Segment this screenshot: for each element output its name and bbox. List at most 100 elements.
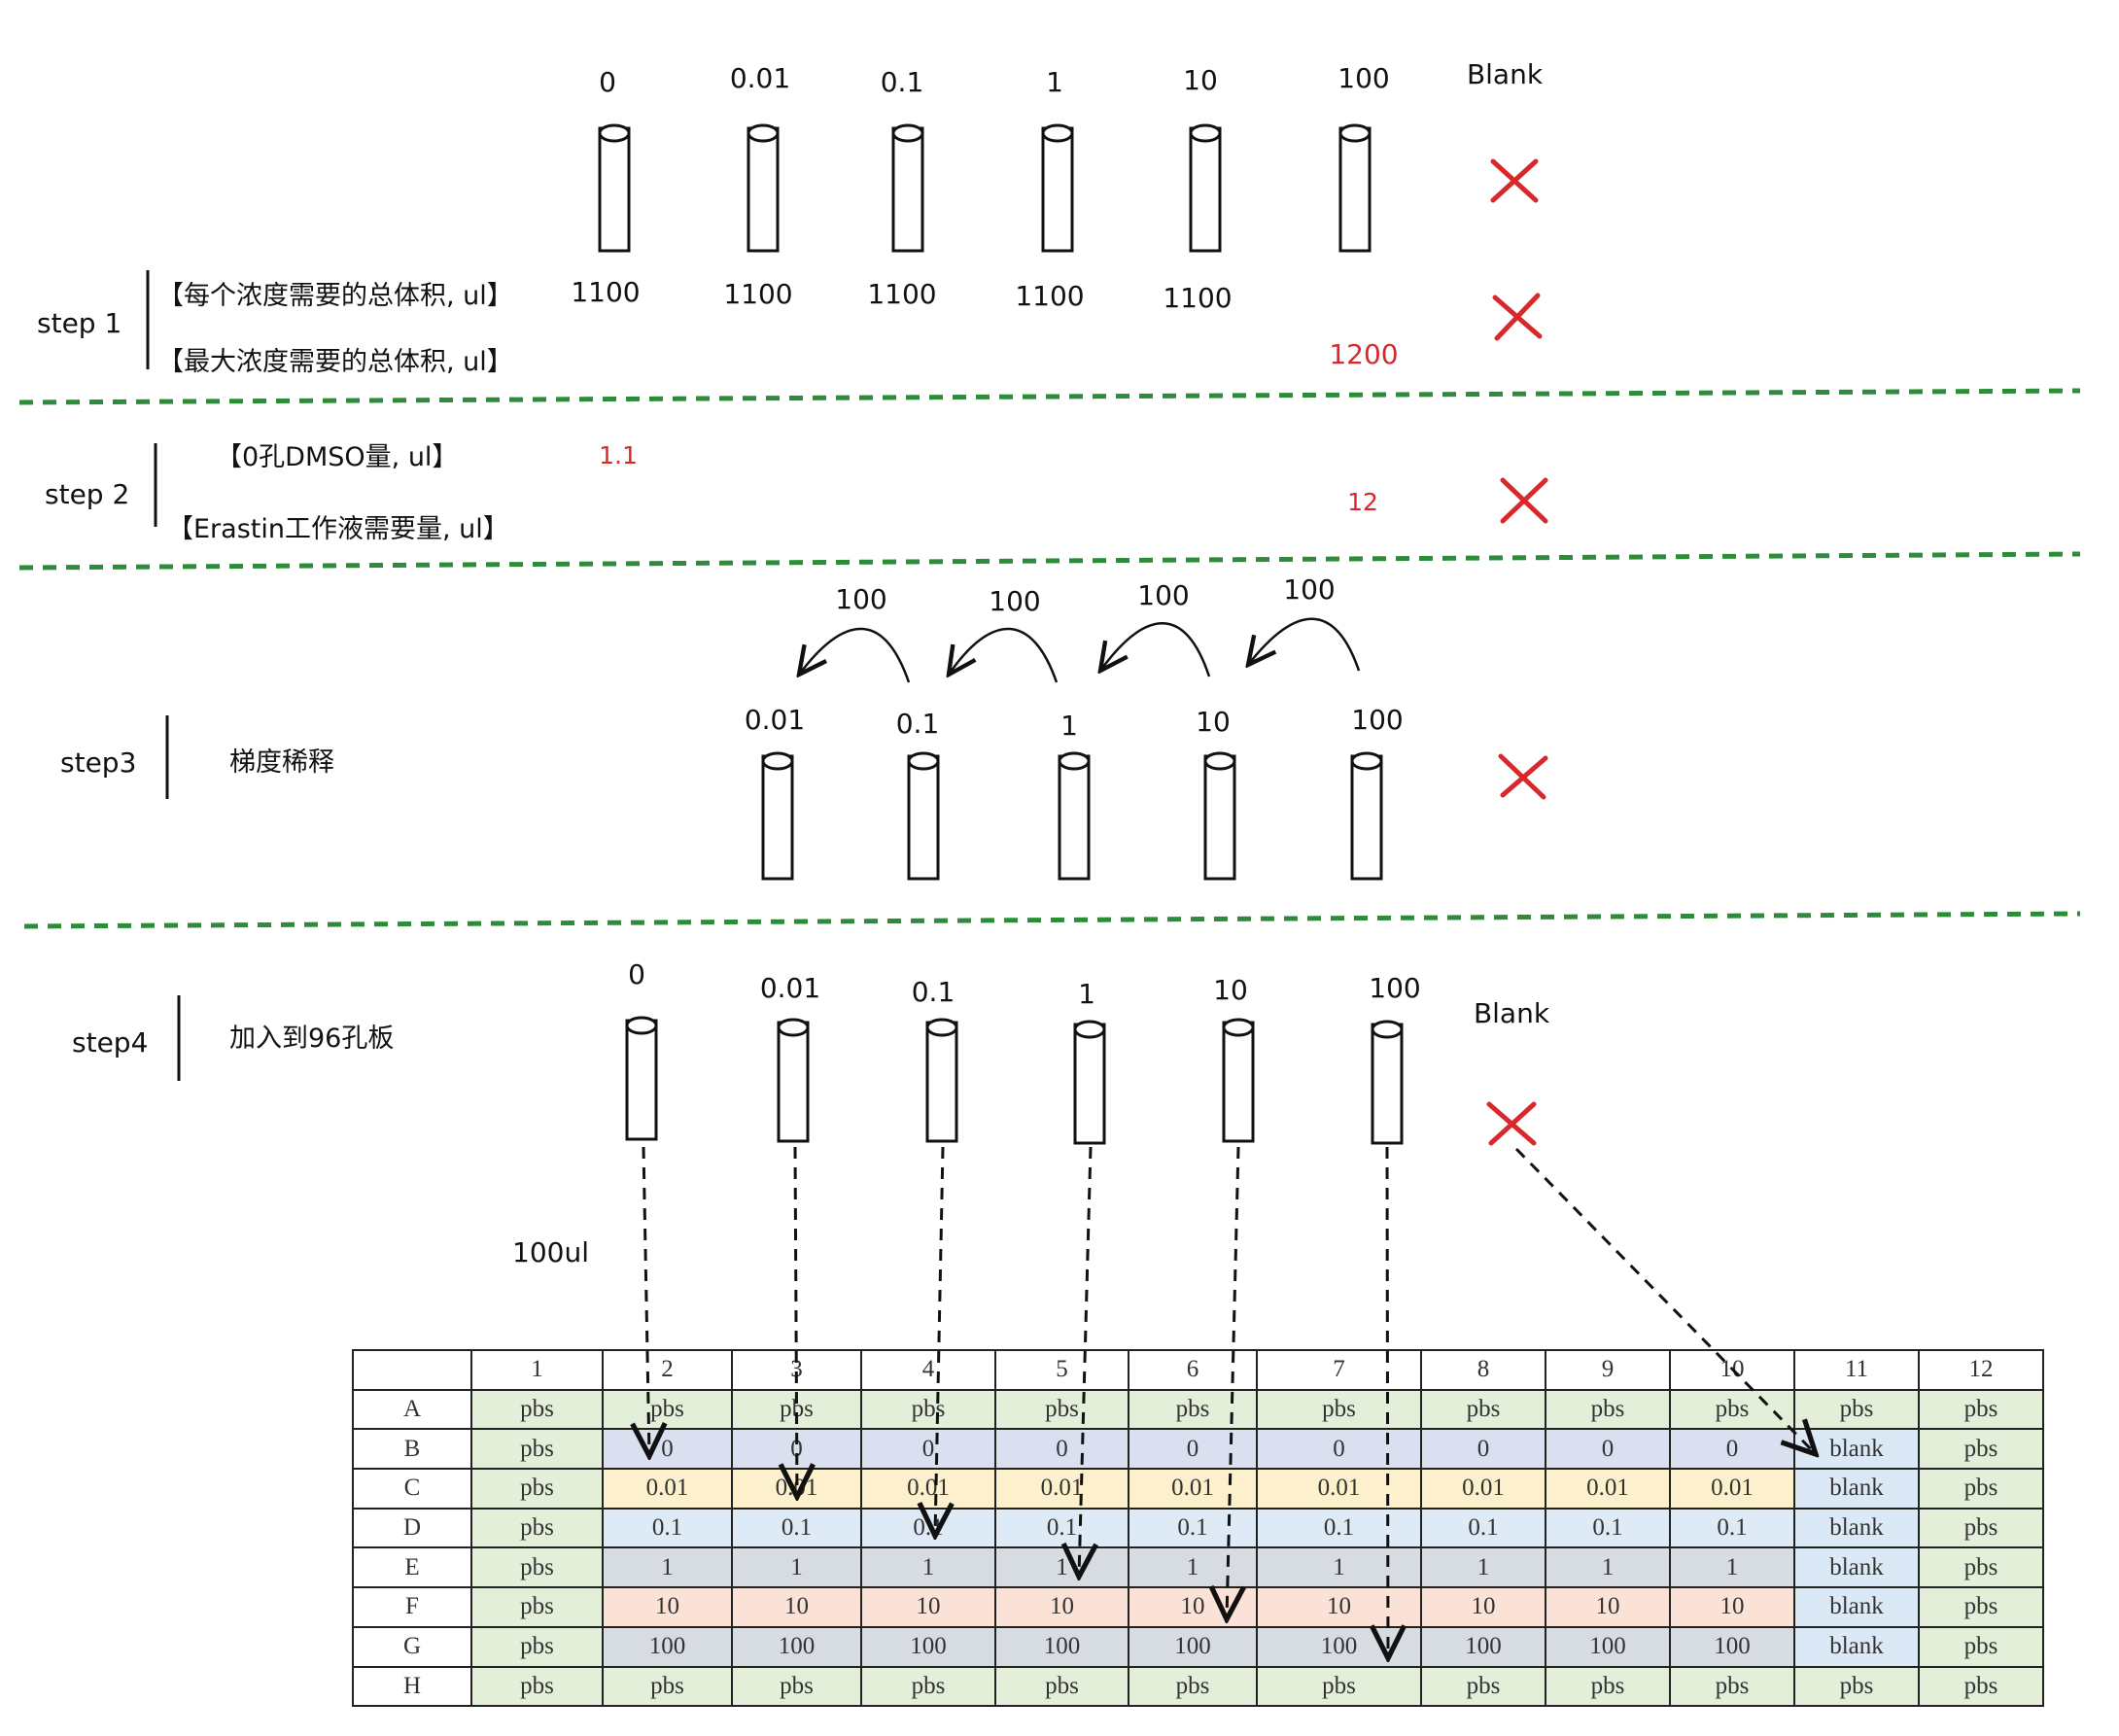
plate-well: 0.01 <box>994 1468 1129 1510</box>
divider-1 <box>18 388 2081 405</box>
plate-col-header: 4 <box>860 1349 996 1391</box>
step4-conc-10: 10 <box>1213 974 1248 1006</box>
plate-row-label: C <box>352 1468 472 1510</box>
plate-well: pbs <box>1918 1586 2044 1628</box>
plate-well: 1 <box>860 1546 996 1589</box>
plate-row-E: E pbs 1 1 1 1 1 1 1 1 1 blank pbs <box>352 1546 2044 1589</box>
plate-well: 0.1 <box>602 1507 733 1549</box>
step3-desc: 梯度稀释 <box>229 747 334 778</box>
plate-well: 1 <box>1256 1546 1422 1589</box>
plate-row-label: B <box>352 1428 472 1471</box>
divider-2 <box>18 551 2081 571</box>
plate-well: 0.1 <box>1669 1507 1795 1549</box>
cross-icon <box>1492 293 1543 341</box>
plate-well: pbs <box>731 1665 862 1708</box>
plate-well: blank <box>1793 1546 1920 1589</box>
tube-icon <box>1350 751 1383 881</box>
plate-well: pbs <box>1420 1388 1546 1431</box>
step3-dilution-arrows <box>799 617 1361 683</box>
plate-well: 1 <box>1545 1546 1671 1589</box>
tube-icon <box>1189 123 1222 253</box>
step4-conc-0: 0 <box>628 958 645 990</box>
plate-well: pbs <box>1918 1625 2044 1668</box>
transfer-arrow-icon <box>1514 1147 1816 1454</box>
plate-col-header: 1 <box>470 1349 604 1391</box>
transfer-arrow-icon <box>1387 1146 1388 1658</box>
plate-well: pbs <box>470 1586 604 1628</box>
plate-well: 1 <box>1128 1546 1258 1589</box>
transfer-arrow-icon <box>1227 1146 1238 1619</box>
plate-well: pbs <box>1256 1665 1422 1708</box>
plate-row-label: D <box>352 1507 472 1549</box>
plate-row-G: G pbs 100 100 100 100 100 100 100 100 10… <box>352 1625 2044 1668</box>
plate-col-header: 5 <box>994 1349 1129 1391</box>
transfer-arrow-icon <box>935 1146 943 1536</box>
plate-row-A: A pbs pbs pbs pbs pbs pbs pbs pbs pbs pb… <box>352 1388 2044 1431</box>
step2-label: step 2 <box>45 478 130 510</box>
plate-row-label: G <box>352 1625 472 1668</box>
plate-well: pbs <box>860 1665 996 1708</box>
tube-icon <box>1041 123 1074 253</box>
plate-col-header: 2 <box>602 1349 733 1391</box>
tube-icon <box>777 1018 810 1143</box>
plate-row-H: H pbs pbs pbs pbs pbs pbs pbs pbs pbs pb… <box>352 1665 2044 1708</box>
step1-volume-0.1: 1100 <box>867 278 937 310</box>
step2-row2-label: 【Erastin工作液需要量, ul】 <box>167 514 509 544</box>
step4-label: step4 <box>72 1026 149 1059</box>
plate-col-header: 12 <box>1918 1349 2044 1391</box>
tube-icon <box>625 1016 658 1141</box>
step1-max-volume: 1200 <box>1329 338 1399 370</box>
section-dividers <box>18 388 2081 929</box>
plate-well: 1 <box>731 1546 862 1589</box>
plate-well: 0.01 <box>1545 1468 1671 1510</box>
plate-well: 0.01 <box>860 1468 996 1510</box>
step4-transfer-arrows <box>643 1146 1816 1658</box>
plate-well: 0 <box>1420 1428 1546 1471</box>
divider-3 <box>23 911 2081 929</box>
plate-well: 0 <box>860 1428 996 1471</box>
plate-well: pbs <box>470 1428 604 1471</box>
plate-well: pbs <box>470 1625 604 1668</box>
plate-well: pbs <box>602 1665 733 1708</box>
tube-icon <box>1058 751 1091 881</box>
plate-well: 100 <box>1128 1625 1258 1668</box>
plate-well: pbs <box>1128 1665 1258 1708</box>
transfer-arrow-icon <box>643 1146 649 1456</box>
tube-icon <box>891 123 924 253</box>
plate-well: pbs <box>1793 1665 1920 1708</box>
step1-volume-0: 1100 <box>571 276 641 308</box>
plate-well: 0.1 <box>731 1507 862 1549</box>
step1-conc-blank: Blank <box>1466 58 1544 90</box>
plate-col-header: 7 <box>1256 1349 1422 1391</box>
cross-icon <box>1490 158 1539 203</box>
cross-icon <box>1486 1101 1537 1146</box>
plate-well: blank <box>1793 1625 1920 1668</box>
step2-erastin-value: 12 <box>1347 488 1378 516</box>
plate-well: pbs <box>994 1665 1129 1708</box>
dilution-arrow-icon <box>1100 622 1211 677</box>
transfer-arrow-icon <box>1079 1146 1091 1577</box>
step1-conc-0.1: 0.1 <box>880 66 924 98</box>
plate-well: pbs <box>994 1388 1129 1431</box>
plate-well: 0 <box>1256 1428 1422 1471</box>
plate-header-row: 1 2 3 4 5 6 7 8 9 10 11 12 <box>352 1349 2044 1391</box>
step4-conc-0.01: 0.01 <box>759 972 821 1004</box>
step2-dmso-value: 1.1 <box>599 441 638 469</box>
step1-tubes <box>598 123 1372 253</box>
step4-conc-0.1: 0.1 <box>911 976 955 1008</box>
step-bracket-bars <box>146 270 181 1081</box>
tube-icon <box>761 751 794 881</box>
step4-volume-label: 100ul <box>512 1236 589 1268</box>
plate-well: 100 <box>1420 1625 1546 1668</box>
plate-well: 100 <box>731 1625 862 1668</box>
plate-well: blank <box>1793 1586 1920 1628</box>
plate-well: blank <box>1793 1507 1920 1549</box>
plate-row-D: D pbs 0.1 0.1 0.1 0.1 0.1 0.1 0.1 0.1 0.… <box>352 1507 2044 1549</box>
dilution-arrow-icon <box>799 627 911 683</box>
step3-transfer-volume-4: 100 <box>1283 573 1336 606</box>
tube-icon <box>1222 1018 1255 1143</box>
plate-well: 10 <box>1256 1586 1422 1628</box>
cross-icon <box>1500 477 1548 524</box>
plate-well: pbs <box>1545 1388 1671 1431</box>
